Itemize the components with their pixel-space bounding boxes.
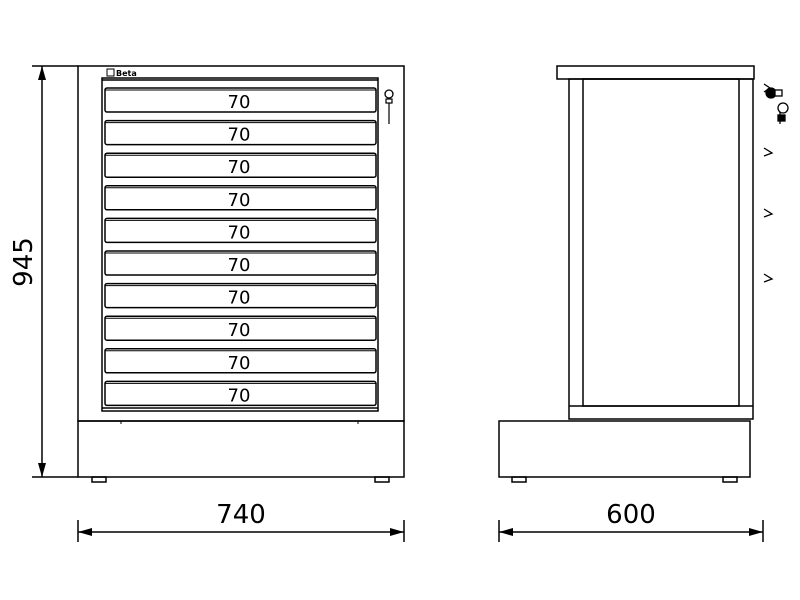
side-base [498,420,751,478]
height-arrow-bottom [38,463,46,477]
front-base [77,420,405,478]
drawer: 70 [104,282,377,309]
drawer: 70 [104,380,377,407]
width-label: 740 [216,500,266,530]
lock-icon [384,89,394,124]
drawer-front [104,87,377,113]
front-view: Beta 70 70 70 70 70 70 70 70 70 70 [77,65,405,483]
height-label: 945 [9,237,39,287]
drawer-height-label: 70 [228,320,251,341]
brand-logo-text: Beta [116,69,137,78]
side-foot-left [511,476,527,483]
height-dimension: 945 [9,65,78,478]
drawer-height-label: 70 [228,385,251,406]
drawer: 70 [104,87,377,113]
front-foot-left [91,476,107,483]
drawer-front [104,185,377,211]
drawer: 70 [104,315,377,341]
drawer-front [104,315,377,341]
depth-dimension: 600 [498,500,764,542]
height-arrow-top [38,66,46,80]
depth-arrow-right [749,528,763,536]
drawer-front [104,348,377,374]
key-icon [765,87,789,124]
drawer-front [104,119,377,146]
width-dimension: 740 [77,500,405,542]
front-inner-frame [101,77,379,412]
side-view [498,65,789,483]
drawer-height-label: 70 [228,125,251,146]
width-arrow-left [78,528,92,536]
side-top-cap [556,65,755,80]
drawer: 70 [104,217,377,244]
drawer-front [104,282,377,309]
drawer: 70 [104,348,377,374]
drawer: 70 [104,119,377,146]
depth-label: 600 [606,500,656,530]
drawer-height-label: 70 [228,92,251,113]
drawer-height-label: 70 [228,255,251,276]
front-foot-right [374,476,390,483]
width-arrow-right [390,528,404,536]
drawer-front [104,152,377,178]
drawer-front [104,380,377,407]
side-foot-right [722,476,738,483]
drawer-height-label: 70 [228,190,251,211]
depth-arrow-left [499,528,513,536]
side-handles [763,83,774,283]
drawer-front [104,217,377,244]
side-inner-panel [582,78,740,407]
drawer: 70 [104,250,377,276]
drawer-height-label: 70 [228,353,251,374]
drawer-height-label: 70 [228,157,251,178]
drawer-front [104,250,377,276]
drawer: 70 [104,152,377,178]
drawer: 70 [104,185,377,211]
side-frame [568,78,754,420]
drawers: 70 70 70 70 70 70 70 70 70 70 [104,87,377,407]
brand-logo: Beta [106,68,137,78]
drawer-height-label: 70 [228,288,251,309]
brand-logo-icon [106,68,115,77]
drawer-height-label: 70 [228,222,251,243]
